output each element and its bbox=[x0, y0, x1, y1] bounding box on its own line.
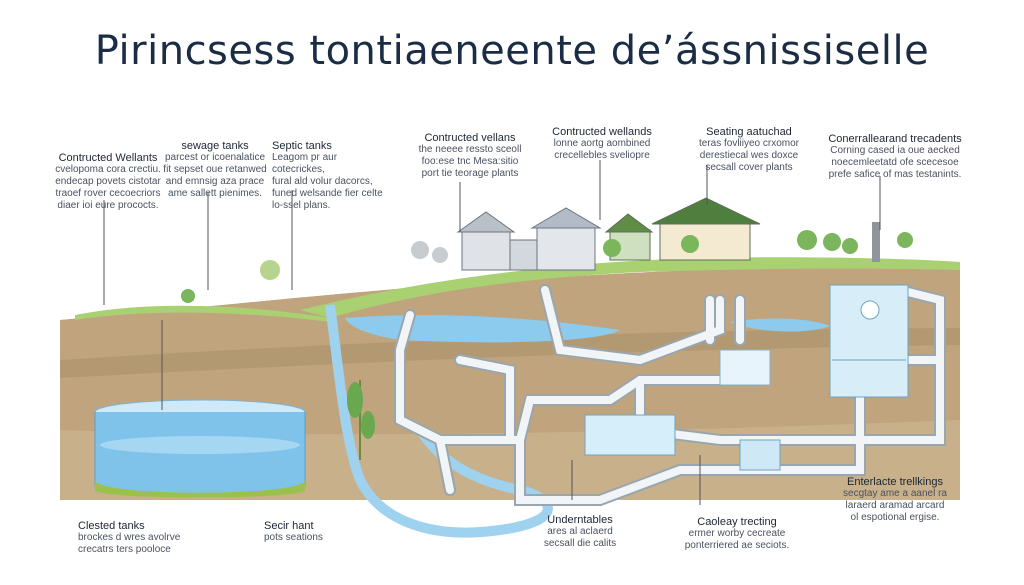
label-enterlacte: Enterlacte trellkings secgtay ame a aane… bbox=[830, 476, 960, 524]
leader-lines bbox=[103, 160, 881, 505]
label-conventional-treatment: Conerrallearand trecadents Corning cased… bbox=[825, 133, 965, 181]
label-caoleay: Caoleay trecting ermer worby cecreate po… bbox=[672, 516, 802, 552]
label-constructed-wetlands-mid: Contructed vellans the neeee ressto sceo… bbox=[412, 132, 528, 180]
label-heading: Septic tanks bbox=[272, 140, 332, 152]
label-heading: Underntables bbox=[547, 514, 613, 526]
label-heading: sewage tanks bbox=[181, 140, 249, 152]
diagram-title: Pirincsess tontiaeneente de’ássnissisell… bbox=[94, 28, 930, 74]
label-heading: Contructed Wellants bbox=[58, 152, 158, 164]
underground-stream bbox=[325, 304, 553, 538]
treatment-unit-small bbox=[739, 439, 781, 471]
label-constructed-wetlands-right: Contructed wellands lonne aortg aombined… bbox=[542, 126, 662, 162]
label-heading: Caoleay trecting bbox=[697, 516, 777, 528]
cover-box bbox=[719, 349, 771, 386]
label-heading: Contructed vellans bbox=[424, 132, 516, 144]
tank-body bbox=[94, 412, 306, 497]
house-right bbox=[604, 197, 761, 261]
label-heading: Seating aatuchad bbox=[706, 126, 792, 138]
plant-gauge bbox=[860, 300, 880, 320]
tank-water-surface bbox=[100, 436, 300, 454]
label-heading: Clested tanks bbox=[78, 520, 145, 532]
label-clested-tanks: Clested tanks brockes d wres avolrve cre… bbox=[78, 520, 198, 556]
house-middle bbox=[530, 207, 602, 271]
grass-hill bbox=[300, 257, 960, 318]
label-heading: Conerrallearand trecadents bbox=[828, 133, 962, 145]
label-underntables: Underntables ares al aclaerd secsall die… bbox=[530, 514, 630, 550]
chimney bbox=[872, 222, 880, 262]
label-seating: Seating aatuchad teras fovliiyeo crxomor… bbox=[690, 126, 808, 174]
house-left bbox=[456, 211, 539, 271]
label-heading: Contructed wellands bbox=[552, 126, 652, 138]
trees bbox=[181, 230, 913, 303]
label-secir-hant: Secir hant pots seations bbox=[264, 520, 354, 544]
label-septic-tanks: Septic tanks Leagom pr aur cotecrickes, … bbox=[272, 140, 392, 212]
pipe-network-inner bbox=[396, 286, 944, 504]
label-sewage-tanks: sewage tanks parcest or icoenalatice fit… bbox=[160, 140, 270, 200]
label-heading: Enterlacte trellkings bbox=[847, 476, 943, 488]
small-pond bbox=[730, 318, 830, 332]
treatment-unit-main bbox=[584, 414, 676, 456]
label-heading: Secir hant bbox=[264, 520, 314, 532]
label-constructed-wetlands-left: Contructed Wellants cvelopoma cora crect… bbox=[48, 152, 168, 212]
grass-left bbox=[75, 305, 330, 322]
tank-gravel bbox=[95, 480, 305, 498]
